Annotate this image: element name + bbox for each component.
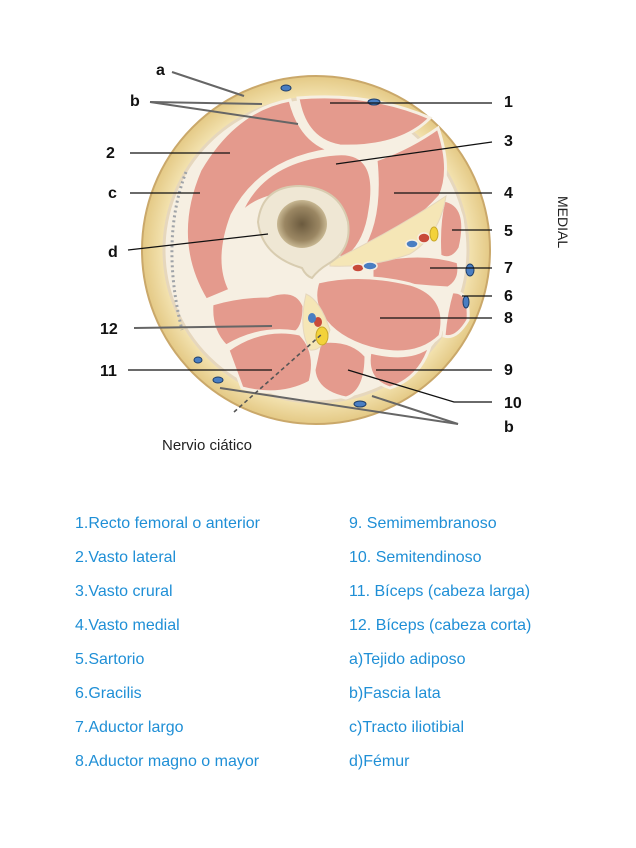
callout-2: 2 [106,145,115,162]
legend-item: 9. Semimembranoso [349,515,497,532]
legend-item: 4.Vasto medial [75,617,180,634]
femoral-artery-icon [417,232,431,244]
legend-item: 7.Aductor largo [75,719,184,736]
legend-item: 1.Recto femoral o anterior [75,515,260,532]
legend-item: a)Tejido adiposo [349,651,466,668]
callout-a: a [156,62,165,79]
muscle-recto-femoral [296,95,433,148]
femur-marrow [277,200,327,248]
muscle-vasto-lateral [184,98,331,302]
callout-b-bottom: b [504,419,514,436]
leader-lines [127,71,493,425]
superficial-vein-topleft-icon [280,84,292,92]
legend-item: c)Tracto iliotibial [349,719,464,736]
callout-b-top: b [130,93,140,110]
legend-item: 3.Vasto crural [75,583,173,600]
callout-d: d [108,244,118,261]
posterior-vein-icon [308,313,316,323]
legend-item: 2.Vasto lateral [75,549,177,566]
superficial-vein-top-icon [367,98,381,106]
muscle-vasto-medial [355,125,448,256]
saphenous-nerve-icon [429,226,439,242]
femoral-vein-icon [405,239,419,249]
superficial-vein-right-icon [462,295,470,309]
legend: 1.Recto femoral o anterior 2.Vasto later… [0,505,636,805]
thigh-cross-section-figure: a b 1 2 3 c 4 5 d 7 6 8 12 11 9 10 b Ner… [100,62,571,454]
great-saphenous-vein-icon [465,263,475,277]
deep-femoral-artery-icon [351,263,365,273]
callout-1: 1 [504,94,513,111]
legend-item: 10. Semitendinoso [349,549,482,566]
muscle-semitendinoso [312,339,368,400]
callout-5: 5 [504,223,513,240]
callout-12: 12 [100,321,118,338]
callout-4: 4 [504,185,513,202]
callout-8: 8 [504,310,513,327]
legend-item: 5.Sartorio [75,651,145,668]
legend-item: 8.Aductor magno o mayor [75,753,260,770]
nerve-caption: Nervio ciático [162,437,252,454]
legend-item: 11. Bíceps (cabeza larga) [349,583,531,600]
legend-column-left: 1.Recto femoral o anterior 2.Vasto later… [75,505,260,777]
superficial-vein-bottom-icon [353,400,367,408]
callout-10: 10 [504,395,522,412]
superficial-vein-bottomleft-icon [212,376,224,384]
sciatic-nerve-icon [315,326,329,346]
deep-femoral-vein-icon [362,261,378,271]
callout-7: 7 [504,260,513,277]
legend-item: d)Fémur [349,753,410,770]
superficial-vein-left-icon [193,356,203,364]
callout-c: c [108,185,117,202]
callout-3: 3 [504,133,513,150]
medial-side-label: MEDIAL [555,196,571,248]
muscle-sartorio [438,198,465,260]
muscle-biceps-cabeza-larga [226,330,314,394]
muscle-biceps-cabeza-corta [210,291,306,348]
legend-item: b)Fascia lata [349,685,441,702]
callout-6: 6 [504,288,513,305]
callout-9: 9 [504,362,513,379]
legend-item: 6.Gracilis [75,685,142,702]
legend-column-right: 9. Semimembranoso 10. Semitendinoso 11. … [349,505,531,777]
posterior-artery-icon [314,317,322,327]
callout-11: 11 [100,363,117,380]
legend-item: 12. Bíceps (cabeza corta) [349,617,532,634]
